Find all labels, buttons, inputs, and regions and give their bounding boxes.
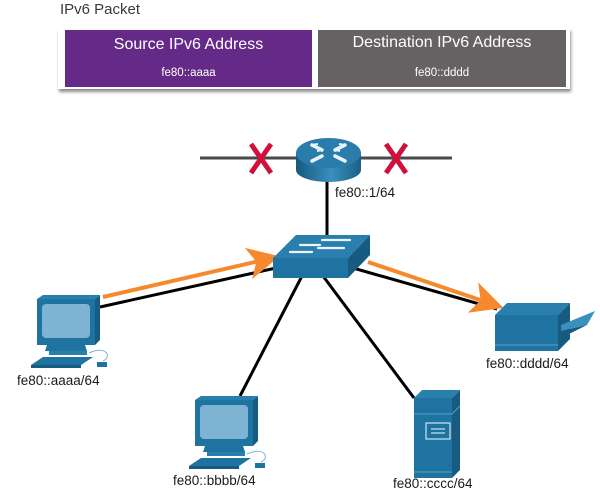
link-printer-switch (352, 266, 498, 311)
switch-icon[interactable] (273, 235, 370, 278)
pc-icon-bbbb[interactable] (189, 396, 266, 469)
router-icon[interactable] (296, 138, 361, 182)
pc-label-bbbb: fe80::bbbb/64 (173, 473, 256, 488)
router-label: fe80::1/64 (335, 185, 396, 200)
printer-icon[interactable] (495, 303, 595, 351)
pc-icon-aaaa[interactable] (31, 295, 108, 368)
flow-arrow-pc1-to-switch (102, 247, 280, 299)
destination-address-header: Destination IPv6 Address (352, 34, 532, 51)
packet-title: IPv6 Packet (60, 1, 141, 18)
destination-address-value: fe80::dddd (414, 67, 470, 79)
ipv6-packet: Source IPv6 Address fe80::aaaa Destinati… (58, 28, 570, 89)
server-icon[interactable] (414, 390, 461, 478)
source-address-value: fe80::aaaa (161, 67, 216, 79)
flow-arrow-switch-to-printer (367, 260, 504, 313)
printer-label: fe80::dddd/64 (486, 356, 569, 371)
server-label: fe80::cccc/64 (393, 476, 473, 491)
link-pc2-switch (238, 275, 304, 397)
source-address-field: Source IPv6 Address fe80::aaaa (65, 30, 312, 87)
link-pc1-switch (99, 266, 277, 309)
blocked-x-icon-right (383, 142, 409, 175)
link-server-switch (321, 275, 416, 399)
source-address-header: Source IPv6 Address (113, 36, 264, 53)
pc-label-aaaa: fe80::aaaa/64 (17, 373, 100, 388)
destination-address-field: Destination IPv6 Address fe80::dddd (318, 30, 566, 87)
blocked-x-icon-left (248, 142, 274, 175)
